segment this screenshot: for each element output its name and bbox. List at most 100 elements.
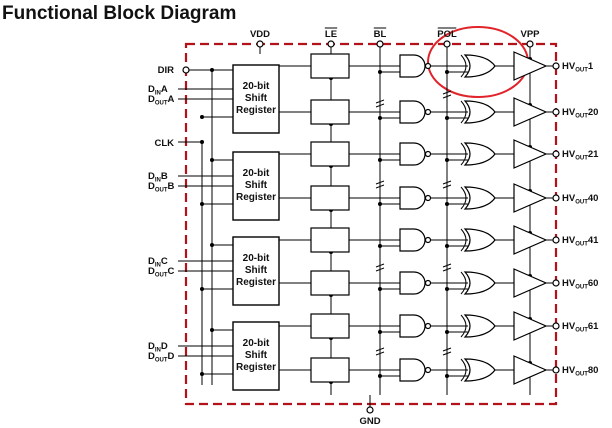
dout-label-1-tail: A — [168, 94, 175, 105]
latch-2 — [310, 99, 350, 125]
output-label-8-sub: OUT — [575, 372, 588, 378]
diagram-title: Functional Block Diagram — [2, 3, 236, 24]
pol-dot-5 — [445, 287, 449, 291]
sr-line3-1: Register — [236, 105, 276, 116]
nand-gate-1 — [399, 54, 426, 78]
bus-break-mark — [442, 180, 452, 189]
bottom-pin-gnd[interactable] — [366, 406, 374, 414]
top-pin-le[interactable] — [327, 40, 335, 48]
shift-register-2 — [232, 151, 280, 221]
pol-dot-2 — [445, 158, 449, 162]
left-pin-label-dir: DIR — [158, 65, 175, 76]
output-label-6-sub: OUT — [575, 285, 588, 291]
dout-label-3-tail: C — [168, 266, 175, 277]
left-pin-dir[interactable] — [182, 66, 190, 74]
output-label-8-main: HV — [562, 365, 576, 376]
output-pin-1[interactable] — [552, 62, 560, 70]
dout-label-1-main: D — [148, 94, 155, 105]
pol-dot-1 — [445, 116, 449, 120]
latch-1 — [310, 53, 350, 79]
output-pin-7[interactable] — [552, 322, 560, 330]
output-label-2-tail: 20 — [588, 107, 599, 118]
output-label-2: HVOUT20 — [562, 107, 598, 120]
output-label-1-main: HV — [562, 61, 576, 72]
dout-label-3: DOUTC — [148, 266, 175, 279]
output-pin-2[interactable] — [552, 108, 560, 116]
din-label-3-sub: IN — [155, 263, 161, 269]
clk-dot-1 — [200, 115, 204, 119]
din-label-2-main: D — [148, 171, 155, 182]
sr-line1-2: 20-bit — [243, 168, 270, 179]
din-label-3-tail: C — [161, 256, 168, 267]
bl-dot-3 — [378, 202, 382, 206]
dout-label-4-main: D — [148, 351, 155, 362]
top-pin-pol[interactable] — [443, 40, 451, 48]
hv-buffer-3 — [513, 139, 548, 169]
hv-buffer-7 — [513, 311, 548, 341]
output-label-2-sub: OUT — [575, 114, 588, 120]
din-label-3-main: D — [148, 256, 155, 267]
dout-label-2: DOUTB — [148, 181, 175, 194]
clk-junction — [200, 140, 204, 144]
latch-3 — [310, 141, 350, 167]
latch-5 — [310, 227, 350, 253]
output-label-3: HVOUT21 — [562, 149, 599, 162]
output-label-5-tail: 41 — [588, 235, 599, 246]
bl-dot-0 — [378, 70, 382, 74]
bus-break-mark — [375, 99, 385, 108]
bottom-pin-label-gnd: GND — [359, 416, 380, 427]
dout-label-3-main: D — [148, 266, 155, 277]
nand-gate-5 — [399, 228, 426, 252]
xor-gate-6 — [463, 271, 496, 295]
bl-dot-6 — [378, 330, 382, 334]
din-label-4-tail: D — [161, 341, 168, 352]
top-pin-vpp[interactable] — [526, 40, 534, 48]
din-label-1-sub: IN — [155, 91, 161, 97]
sr-line2-3: Shift — [245, 265, 268, 276]
clk-dot-3 — [200, 287, 204, 291]
bl-dot-2 — [378, 158, 382, 162]
dir-dot-2 — [210, 158, 214, 162]
pol-dot-0 — [445, 70, 449, 74]
nand-gate-7 — [399, 314, 426, 338]
output-pin-8[interactable] — [552, 366, 560, 374]
pol-dot-4 — [445, 244, 449, 248]
output-pin-6[interactable] — [552, 279, 560, 287]
output-pin-3[interactable] — [552, 150, 560, 158]
output-label-7-tail: 61 — [588, 321, 599, 332]
output-label-8-tail: 80 — [588, 365, 599, 376]
top-pin-label-bl: BL — [374, 29, 387, 40]
xor-gate-back-3 — [460, 142, 467, 166]
top-pin-bl[interactable] — [376, 40, 384, 48]
top-pin-label-le: LE — [325, 29, 337, 40]
xor-gate-8 — [463, 358, 496, 382]
xor-gate-back-7 — [460, 314, 467, 338]
top-pin-vdd[interactable] — [256, 40, 264, 48]
xor-gate-3 — [463, 142, 496, 166]
pol-dot-3 — [445, 202, 449, 206]
xor-gate-7 — [463, 314, 496, 338]
output-label-4-main: HV — [562, 193, 576, 204]
output-label-3-sub: OUT — [575, 156, 588, 162]
din-label-1-tail: A — [161, 84, 168, 95]
output-pin-5[interactable] — [552, 236, 560, 244]
nand-bubble-6 — [424, 279, 432, 287]
sr-line1-1: 20-bit — [243, 81, 270, 92]
xor-gate-back-6 — [460, 271, 467, 295]
nand-bubble-7 — [424, 322, 432, 330]
nand-bubble-4 — [424, 194, 432, 202]
output-pin-4[interactable] — [552, 194, 560, 202]
sr-line1-4: 20-bit — [243, 338, 270, 349]
output-label-6-tail: 60 — [588, 278, 599, 289]
output-label-6-main: HV — [562, 278, 576, 289]
nand-gate-2 — [399, 100, 426, 124]
pol-dot-6 — [445, 330, 449, 334]
output-label-4-tail: 40 — [588, 193, 599, 204]
shift-register-3 — [232, 236, 280, 306]
bus-break-mark — [375, 180, 385, 189]
dout-label-2-tail: B — [168, 181, 175, 192]
dout-label-3-sub: OUT — [155, 273, 168, 279]
din-label-2-sub: IN — [155, 178, 161, 184]
dout-label-4-sub: OUT — [155, 358, 168, 364]
